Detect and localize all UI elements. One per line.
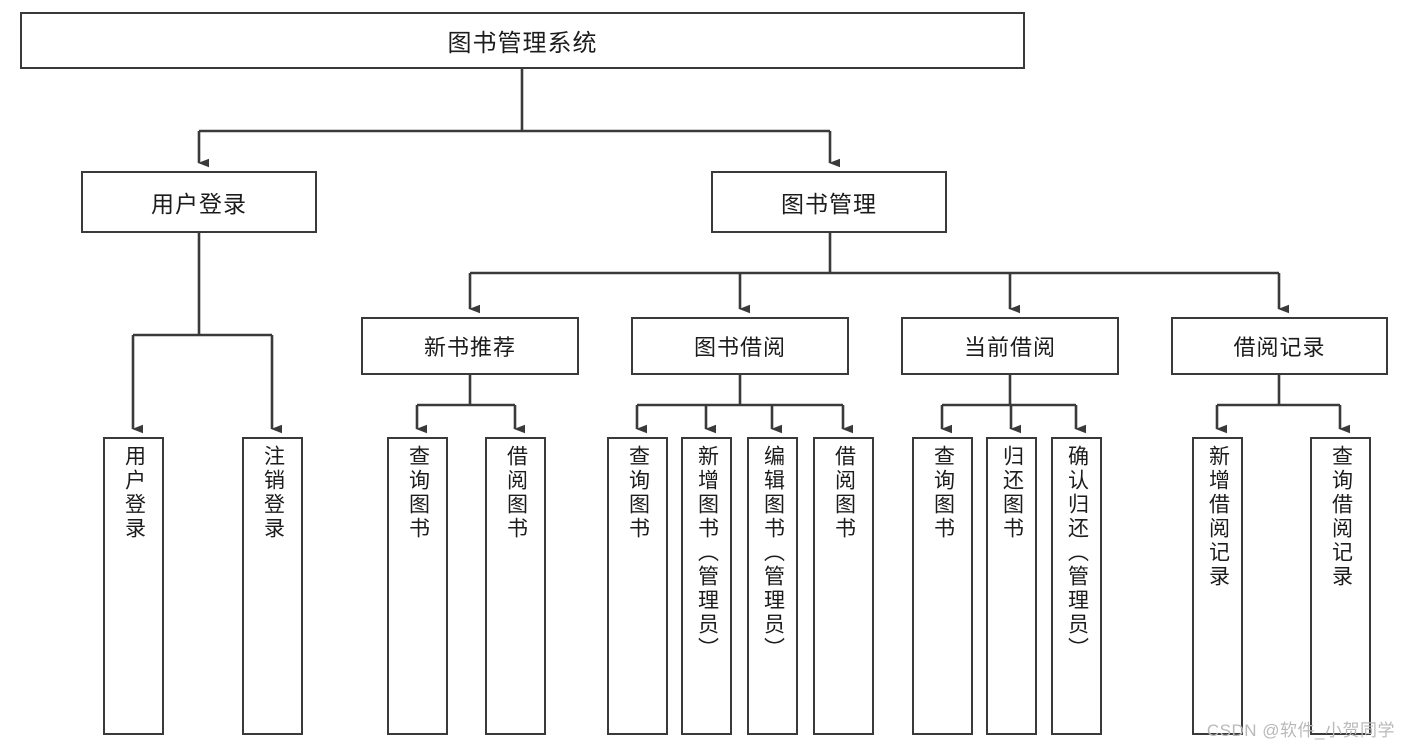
node-leaf-rec-borrow-label: 借阅图书 — [504, 445, 528, 541]
node-leaf-cur-query-label: 查询图书 — [931, 445, 955, 541]
node-leaf-cur-return[interactable]: 归还图书 — [986, 437, 1037, 735]
node-book-borrow-label: 图书借阅 — [693, 335, 786, 360]
node-borrow-record-label: 借阅记录 — [1233, 335, 1326, 360]
node-leaf-borrow-add-label: 新增图书（管理员） — [695, 445, 719, 661]
node-leaf-cur-query[interactable]: 查询图书 — [912, 437, 973, 735]
watermark-text: CSDN @软件_小贺同学 — [1206, 721, 1395, 740]
node-leaf-rec-search[interactable]: 查询借阅记录 — [1310, 437, 1371, 735]
node-root-label: 图书管理系统 — [447, 30, 598, 57]
node-leaf-rec-query[interactable]: 查询图书 — [387, 437, 448, 735]
node-leaf-borrow-query[interactable]: 查询图书 — [607, 437, 668, 735]
node-leaf-cur-return-label: 归还图书 — [1000, 445, 1024, 541]
node-current-borrow-label: 当前借阅 — [963, 335, 1056, 360]
node-leaf-borrow-edit[interactable]: 编辑图书（管理员） — [747, 437, 798, 735]
node-leaf-cur-confirm-label: 确认归还（管理员） — [1065, 445, 1089, 661]
node-leaf-user-login-label: 用户登录 — [122, 445, 146, 541]
node-user-login[interactable]: 用户登录 — [81, 171, 317, 233]
node-leaf-rec-search-label: 查询借阅记录 — [1329, 445, 1353, 589]
node-current-borrow[interactable]: 当前借阅 — [901, 317, 1119, 375]
node-leaf-borrow-query-label: 查询图书 — [626, 445, 650, 541]
node-leaf-borrow-do[interactable]: 借阅图书 — [813, 437, 874, 735]
node-leaf-rec-add[interactable]: 新增借阅记录 — [1192, 437, 1243, 735]
node-leaf-user-logout[interactable]: 注销登录 — [242, 437, 303, 735]
node-leaf-user-logout-label: 注销登录 — [261, 445, 285, 541]
node-book-manage-label: 图书管理 — [781, 191, 877, 217]
node-leaf-borrow-do-label: 借阅图书 — [832, 445, 856, 541]
node-book-manage[interactable]: 图书管理 — [711, 171, 947, 233]
node-user-login-label: 用户登录 — [151, 191, 247, 217]
node-leaf-user-login[interactable]: 用户登录 — [103, 437, 164, 735]
node-root-system[interactable]: 图书管理系统 — [20, 12, 1025, 69]
node-new-book-rec-label: 新书推荐 — [423, 335, 516, 360]
node-leaf-rec-add-label: 新增借阅记录 — [1206, 445, 1230, 589]
node-leaf-borrow-edit-label: 编辑图书（管理员） — [761, 445, 785, 661]
node-leaf-rec-borrow[interactable]: 借阅图书 — [485, 437, 546, 735]
node-book-borrow[interactable]: 图书借阅 — [631, 317, 849, 375]
node-leaf-borrow-add[interactable]: 新增图书（管理员） — [681, 437, 732, 735]
node-new-book-rec[interactable]: 新书推荐 — [361, 317, 579, 375]
node-borrow-record[interactable]: 借阅记录 — [1171, 317, 1388, 375]
node-leaf-rec-query-label: 查询图书 — [406, 445, 430, 541]
node-leaf-cur-confirm[interactable]: 确认归还（管理员） — [1051, 437, 1102, 735]
